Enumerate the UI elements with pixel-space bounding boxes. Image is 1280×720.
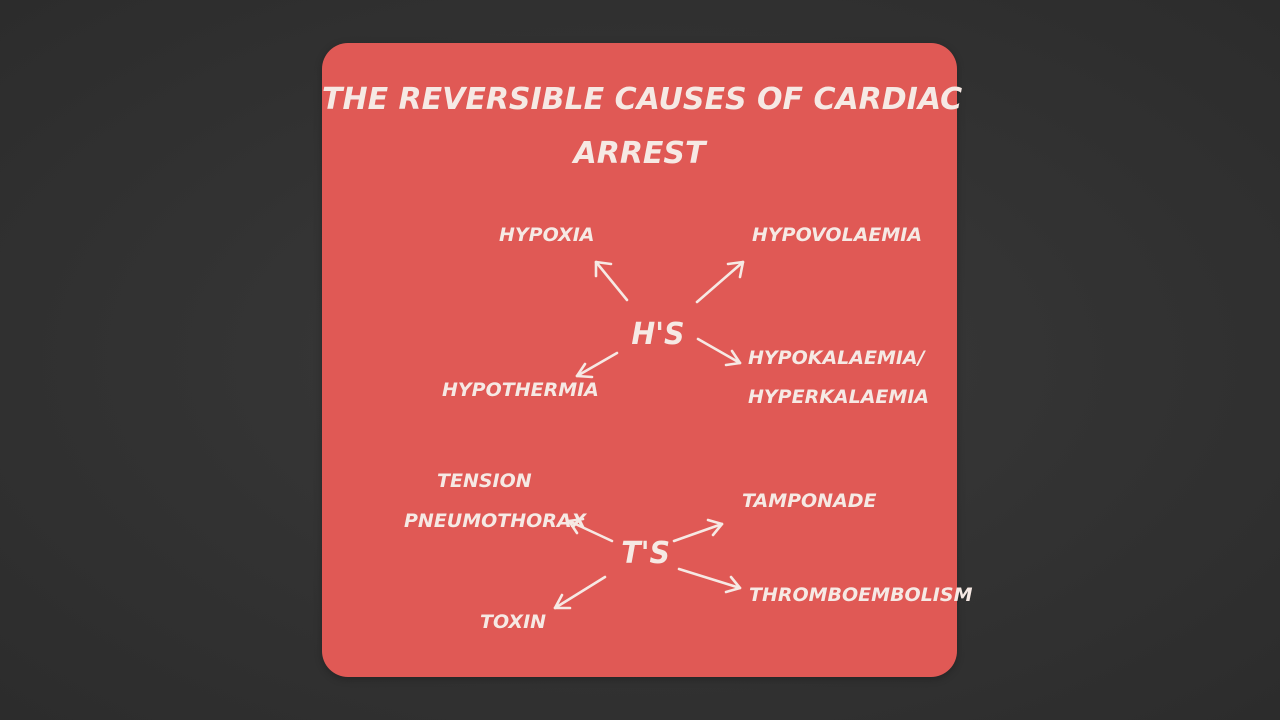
arrow-to-hypovolaemia: [695, 260, 745, 304]
diagram-card: THE REVERSIBLE CAUSES OF CARDIAC ARREST: [322, 43, 972, 677]
arrows-layer: [553, 260, 745, 610]
arrow-to-tension-pneumothorax: [567, 517, 614, 543]
title-line-1: THE REVERSIBLE CAUSES OF CARDIAC: [322, 82, 963, 117]
arrow-to-toxin: [553, 575, 607, 610]
hypoxia-label: HYPOXIA: [499, 224, 595, 246]
tension-label: TENSION: [437, 470, 532, 492]
ts-hub-label: T'S: [621, 536, 670, 571]
pneumothorax-label: PNEUMOTHORAX: [404, 510, 587, 532]
toxin-label: TOXIN: [480, 611, 547, 633]
arrow-to-hypothermia: [575, 351, 619, 379]
arrow-to-hypoxia: [594, 260, 629, 302]
hs-hub-label: H'S: [631, 317, 685, 352]
title-line-2: ARREST: [573, 136, 706, 171]
arrow-to-tamponade: [672, 518, 724, 543]
arrow-to-kalaemia: [696, 337, 742, 367]
hypovolaemia-label: HYPOVOLAEMIA: [752, 224, 923, 246]
hypothermia-label: HYPOTHERMIA: [442, 379, 599, 401]
arrow-to-thromboembolism: [677, 567, 742, 594]
hypokalaemia-label: HYPOKALAEMIA/: [748, 347, 925, 369]
tamponade-label: TAMPONADE: [742, 490, 877, 512]
thromboembolism-label: THROMBOEMBOLISM: [749, 584, 973, 606]
hyperkalaemia-label: HYPERKALAEMIA: [748, 386, 930, 408]
